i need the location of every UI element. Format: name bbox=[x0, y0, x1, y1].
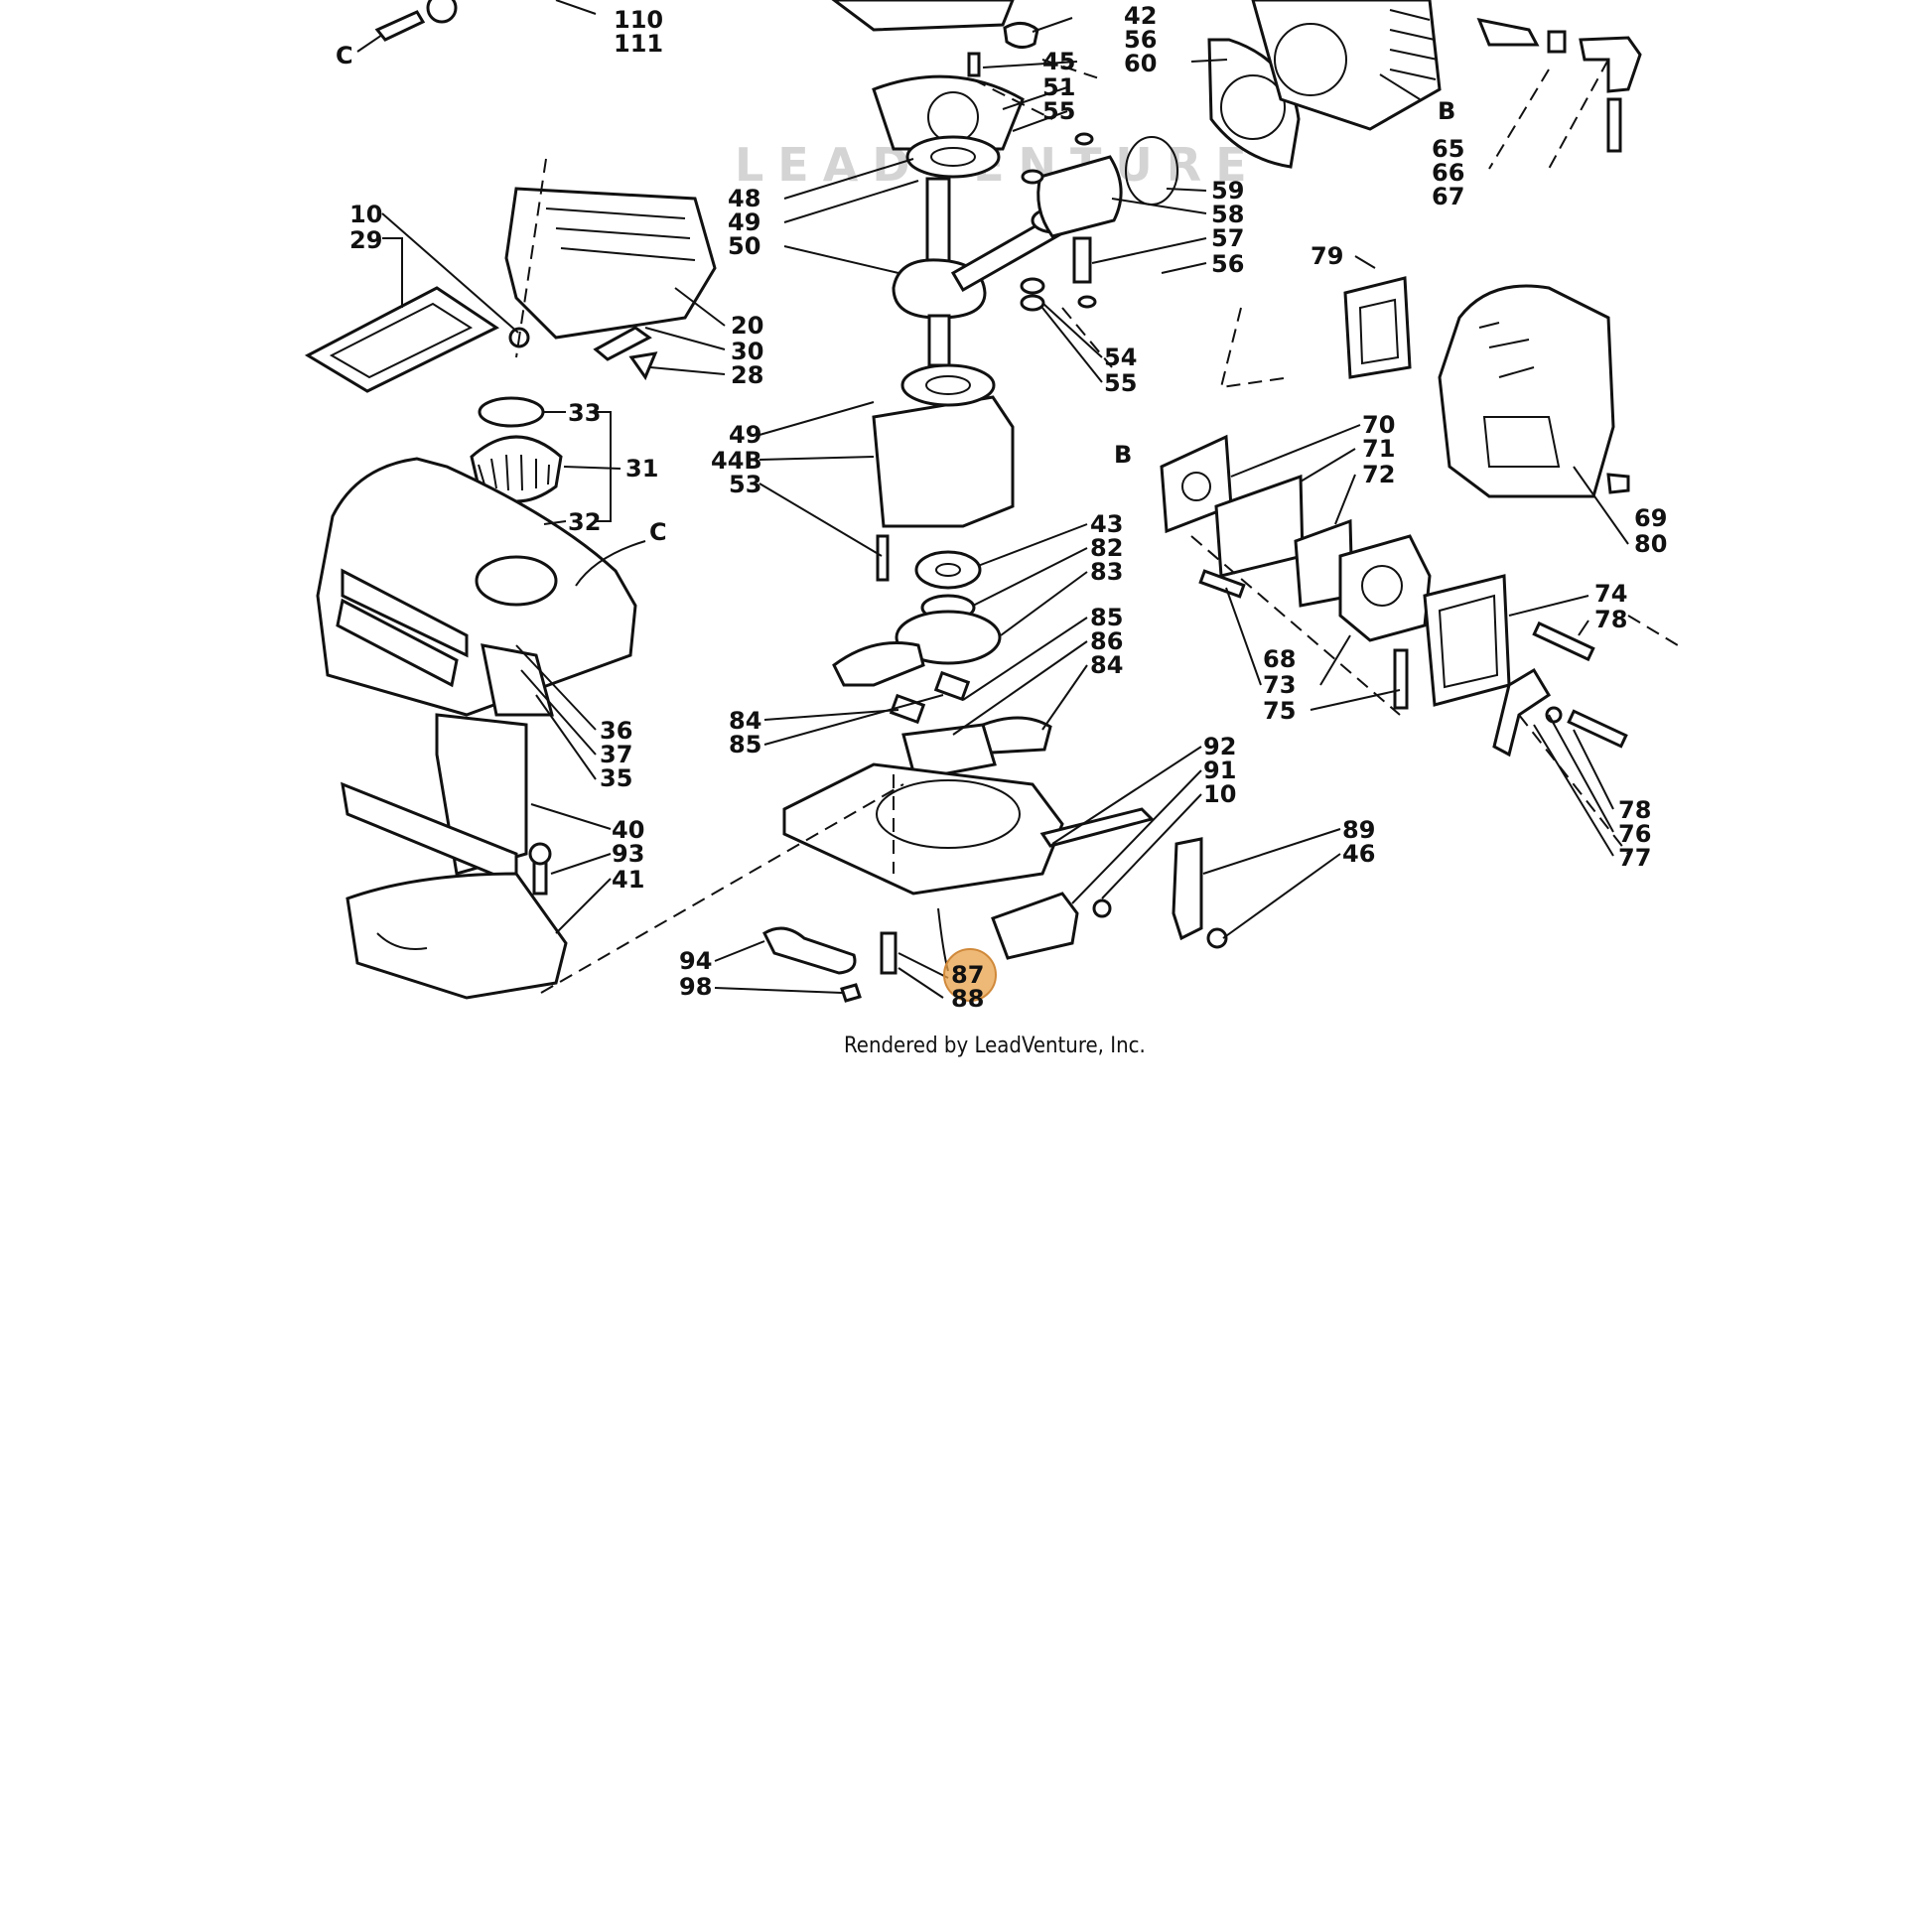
part-label[interactable]: 92 bbox=[1203, 733, 1236, 760]
leader-lines bbox=[356, 0, 1629, 999]
part-label[interactable]: 31 bbox=[625, 455, 658, 483]
part-label[interactable]: 70 bbox=[1362, 411, 1395, 439]
part-label[interactable]: 78 bbox=[1618, 796, 1651, 824]
part-label[interactable]: 57 bbox=[1211, 224, 1244, 252]
part-label[interactable]: 89 bbox=[1342, 816, 1375, 844]
part-label[interactable]: 87 bbox=[951, 961, 984, 989]
part-label[interactable]: 94 bbox=[679, 947, 712, 975]
part-label[interactable]: 69 bbox=[1634, 504, 1667, 532]
part-label[interactable]: 49 bbox=[729, 421, 761, 449]
part-label[interactable]: 75 bbox=[1263, 697, 1296, 725]
part-label[interactable]: 44B bbox=[711, 447, 762, 475]
part-label[interactable]: 111 bbox=[614, 30, 663, 58]
part-label[interactable]: 68 bbox=[1263, 645, 1296, 673]
part-label[interactable]: 84 bbox=[729, 707, 761, 735]
part-label[interactable]: 98 bbox=[679, 973, 712, 1001]
part-label[interactable]: 58 bbox=[1211, 201, 1244, 228]
part-label[interactable]: 59 bbox=[1211, 177, 1244, 205]
part-label[interactable]: 10 bbox=[349, 201, 382, 228]
part-label[interactable]: 56 bbox=[1124, 26, 1157, 54]
part-label[interactable]: 43 bbox=[1090, 510, 1123, 538]
part-label[interactable]: 42 bbox=[1124, 2, 1157, 30]
part-label[interactable]: 46 bbox=[1342, 840, 1375, 868]
part-label[interactable]: 79 bbox=[1311, 242, 1343, 270]
part-label[interactable]: 41 bbox=[612, 866, 644, 894]
part-label[interactable]: 110 bbox=[614, 6, 663, 34]
part-label[interactable]: C bbox=[336, 42, 353, 69]
part-label[interactable]: 53 bbox=[729, 471, 761, 498]
part-label[interactable]: 86 bbox=[1090, 627, 1123, 655]
part-label[interactable]: 20 bbox=[731, 312, 763, 340]
part-label[interactable]: 55 bbox=[1104, 369, 1137, 397]
part-label[interactable]: B bbox=[1114, 441, 1132, 469]
part-label[interactable]: 37 bbox=[600, 741, 632, 768]
part-label[interactable]: 77 bbox=[1618, 844, 1651, 872]
part-label[interactable]: 28 bbox=[731, 361, 763, 389]
assembly-guide-lines bbox=[515, 59, 1679, 994]
part-label[interactable]: 49 bbox=[728, 208, 760, 236]
part-labels: 110 111 C 42 56 60 45 51 55 48 49 50 59 … bbox=[336, 2, 1667, 1013]
highlight-marker[interactable] bbox=[943, 948, 997, 1002]
part-label[interactable]: 40 bbox=[612, 816, 644, 844]
part-label[interactable]: 66 bbox=[1432, 159, 1464, 187]
part-label[interactable]: 10 bbox=[1203, 780, 1236, 808]
part-label[interactable]: 50 bbox=[728, 232, 760, 260]
part-label[interactable]: 36 bbox=[600, 717, 632, 745]
part-label[interactable]: 30 bbox=[731, 338, 763, 365]
part-label[interactable]: 74 bbox=[1594, 580, 1627, 608]
part-label[interactable]: 67 bbox=[1432, 183, 1464, 210]
part-label[interactable]: 48 bbox=[728, 185, 760, 212]
part-label[interactable]: 88 bbox=[951, 985, 984, 1013]
part-label[interactable]: 71 bbox=[1362, 435, 1395, 463]
part-label[interactable]: 73 bbox=[1263, 671, 1296, 699]
part-label[interactable]: 76 bbox=[1618, 820, 1651, 848]
parts-artwork bbox=[304, 0, 1642, 1003]
part-label[interactable]: 78 bbox=[1594, 606, 1627, 633]
part-label[interactable]: 51 bbox=[1042, 73, 1075, 101]
part-label[interactable]: 32 bbox=[568, 508, 601, 536]
part-label[interactable]: 45 bbox=[1042, 48, 1075, 75]
part-label[interactable]: 83 bbox=[1090, 558, 1123, 586]
part-label[interactable]: 29 bbox=[349, 226, 382, 254]
part-label[interactable]: 35 bbox=[600, 764, 632, 792]
part-label[interactable]: 91 bbox=[1203, 757, 1236, 784]
part-label[interactable]: 33 bbox=[568, 399, 601, 427]
part-label[interactable]: 82 bbox=[1090, 534, 1123, 562]
part-label[interactable]: 93 bbox=[612, 840, 644, 868]
part-label[interactable]: 72 bbox=[1362, 461, 1395, 488]
part-label[interactable]: C bbox=[649, 518, 667, 546]
part-label[interactable]: 85 bbox=[1090, 604, 1123, 631]
part-label[interactable]: 54 bbox=[1104, 344, 1137, 371]
part-label[interactable]: 65 bbox=[1432, 135, 1464, 163]
part-label[interactable]: 85 bbox=[729, 731, 761, 759]
caption: Rendered by LeadVenture, Inc. bbox=[844, 1034, 1146, 1058]
part-label[interactable]: 80 bbox=[1634, 530, 1667, 558]
part-label[interactable]: 55 bbox=[1042, 97, 1075, 125]
part-label[interactable]: 56 bbox=[1211, 250, 1244, 278]
part-label[interactable]: 84 bbox=[1090, 651, 1123, 679]
part-label[interactable]: B bbox=[1438, 97, 1455, 125]
part-label[interactable]: 60 bbox=[1124, 50, 1157, 77]
